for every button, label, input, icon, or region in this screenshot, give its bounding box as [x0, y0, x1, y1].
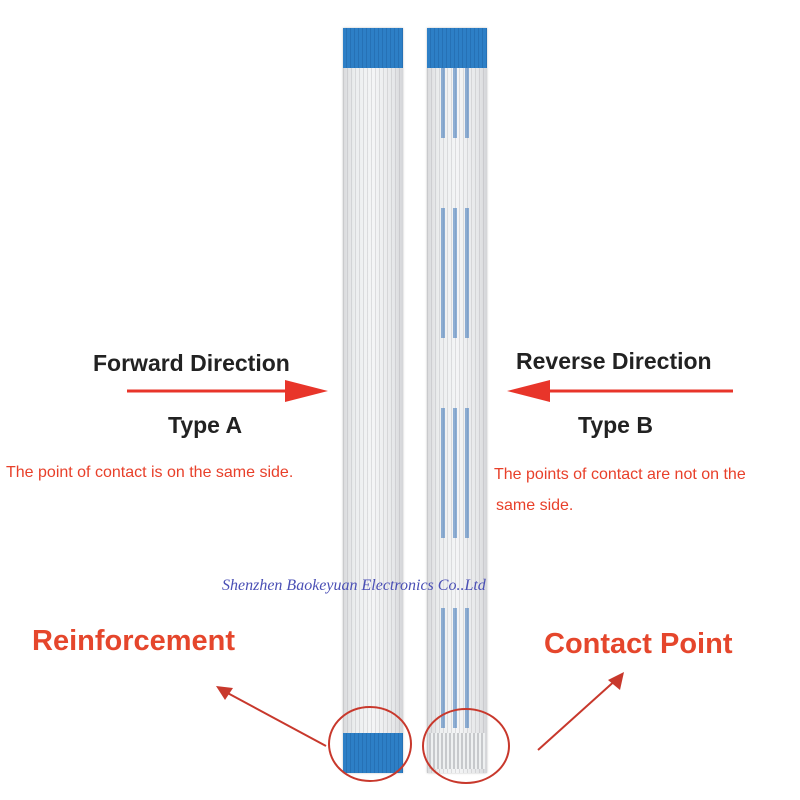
type-a-note: The point of contact is on the same side…: [6, 464, 294, 481]
cable-print-marks: [441, 68, 469, 728]
left-arrow-icon: [507, 380, 733, 402]
bottom-reinforcement-tab: [343, 733, 403, 773]
top-reinforcement-tab: [427, 28, 487, 68]
reinforcement-circle: [328, 706, 412, 782]
type-b-note-line1: The points of contact are not on the: [494, 466, 746, 483]
contact-point-circle: [422, 708, 510, 784]
reinforcement-arrowhead: [216, 686, 233, 700]
forward-direction-heading: Forward Direction: [93, 350, 290, 376]
reverse-direction-heading: Reverse Direction: [516, 348, 712, 374]
contact-point-label: Contact Point: [544, 628, 733, 660]
company-watermark: Shenzhen Baokeyuan Electronics Co..Ltd: [222, 577, 486, 594]
type-b-note-line2: same side.: [496, 497, 574, 514]
reinforcement-label: Reinforcement: [32, 625, 236, 657]
type-b-label: Type B: [578, 412, 653, 438]
type-a-label: Type A: [168, 412, 243, 438]
contact-point-arrowhead: [608, 672, 624, 690]
right-arrow-icon: [127, 380, 328, 402]
top-reinforcement-tab: [343, 28, 403, 68]
ffc-cable-type-a: [343, 28, 403, 773]
exposed-contacts: [429, 733, 485, 769]
conductor-lines: [343, 28, 403, 773]
